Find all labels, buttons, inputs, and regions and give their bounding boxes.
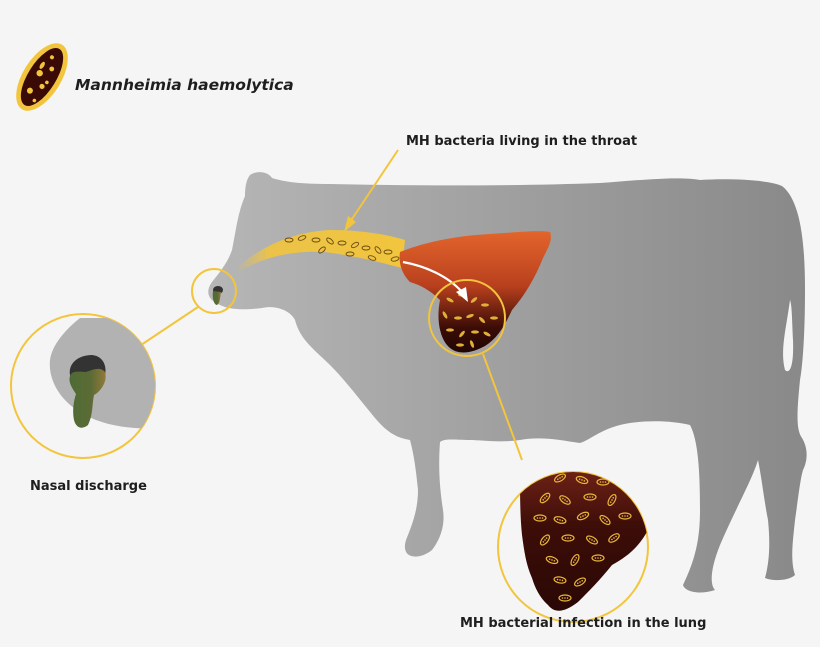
bacterium-icon (16, 43, 68, 111)
cow-silhouette (208, 172, 807, 593)
lung (399, 231, 551, 353)
nasal-discharge-zoom (49, 318, 155, 429)
nasal-callout-label: Nasal discharge (30, 479, 147, 494)
throat-callout-label: MH bacteria living in the throat (406, 134, 638, 149)
lung-infection-zoom (520, 472, 648, 611)
nose-detail-small (212, 286, 223, 305)
organism-name-label: Mannheimia haemolytica (75, 76, 294, 94)
lung-callout-label: MH bacterial infection in the lung (460, 616, 707, 631)
throat-bacteria-tube (236, 230, 405, 272)
